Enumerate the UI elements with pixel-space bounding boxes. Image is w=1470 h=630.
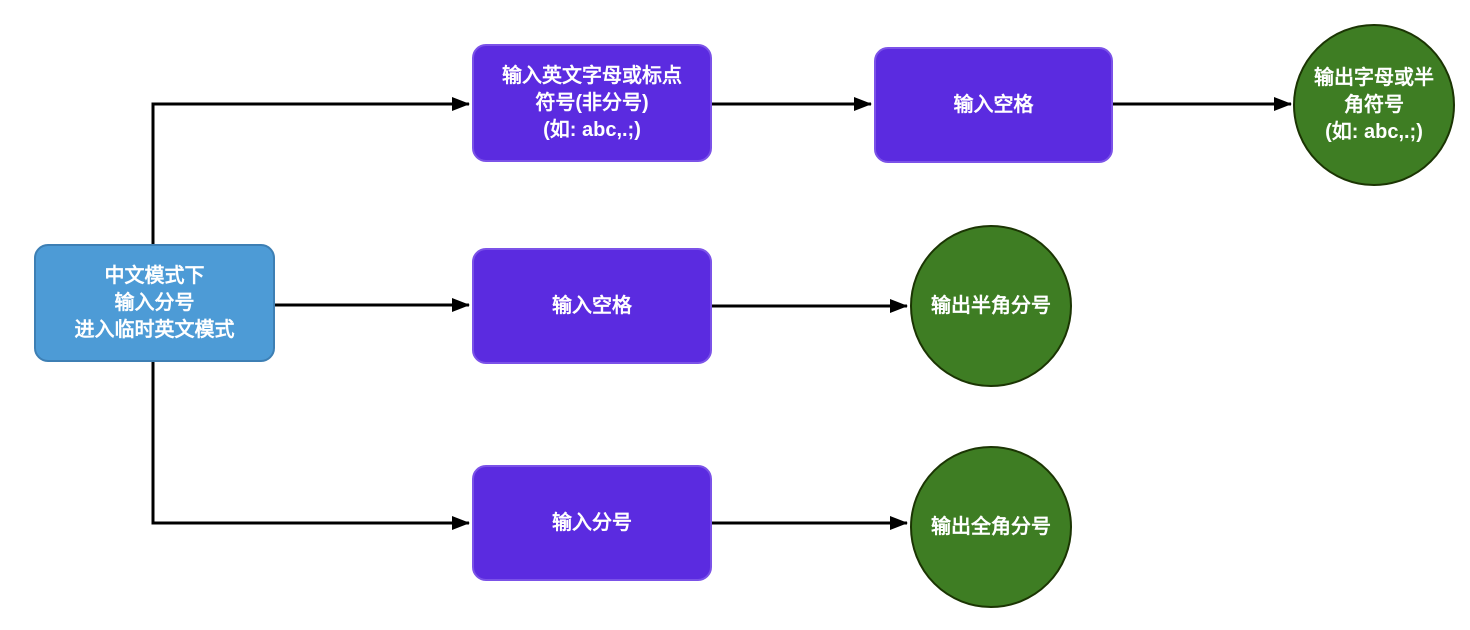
output-node-label: 输出全角分号 bbox=[931, 515, 1051, 538]
start-node-label: 中文模式下 输入分号 进入临时英文模式 bbox=[74, 264, 235, 341]
output-node-fullwidth-semicolon: 输出全角分号 bbox=[910, 446, 1072, 608]
process-node-input-letters: 输入英文字母或标点 符号(非分号) (如: abc,.;) bbox=[472, 44, 712, 162]
output-node-label: 输出字母或半 角符号 (如: abc,.;) bbox=[1314, 66, 1434, 143]
output-node-label: 输出半角分号 bbox=[931, 294, 1051, 317]
process-node-input-semicolon: 输入分号 bbox=[472, 465, 712, 581]
process-node-label: 输入空格 bbox=[552, 294, 632, 317]
process-node-label: 输入分号 bbox=[552, 511, 632, 534]
process-node-label: 输入英文字母或标点 符号(非分号) (如: abc,.;) bbox=[502, 64, 682, 141]
process-node-input-space-middle: 输入空格 bbox=[472, 248, 712, 364]
start-node-chinese-mode: 中文模式下 输入分号 进入临时英文模式 bbox=[34, 244, 275, 362]
process-node-input-space-top: 输入空格 bbox=[874, 47, 1113, 163]
edge-start-to-branch3 bbox=[151, 362, 470, 530]
process-node-label: 输入空格 bbox=[953, 93, 1034, 116]
output-node-halfwidth-semicolon: 输出半角分号 bbox=[910, 225, 1072, 387]
edge-start-to-branch1 bbox=[151, 97, 470, 244]
output-node-letters-halfwidth: 输出字母或半 角符号 (如: abc,.;) bbox=[1293, 24, 1455, 186]
